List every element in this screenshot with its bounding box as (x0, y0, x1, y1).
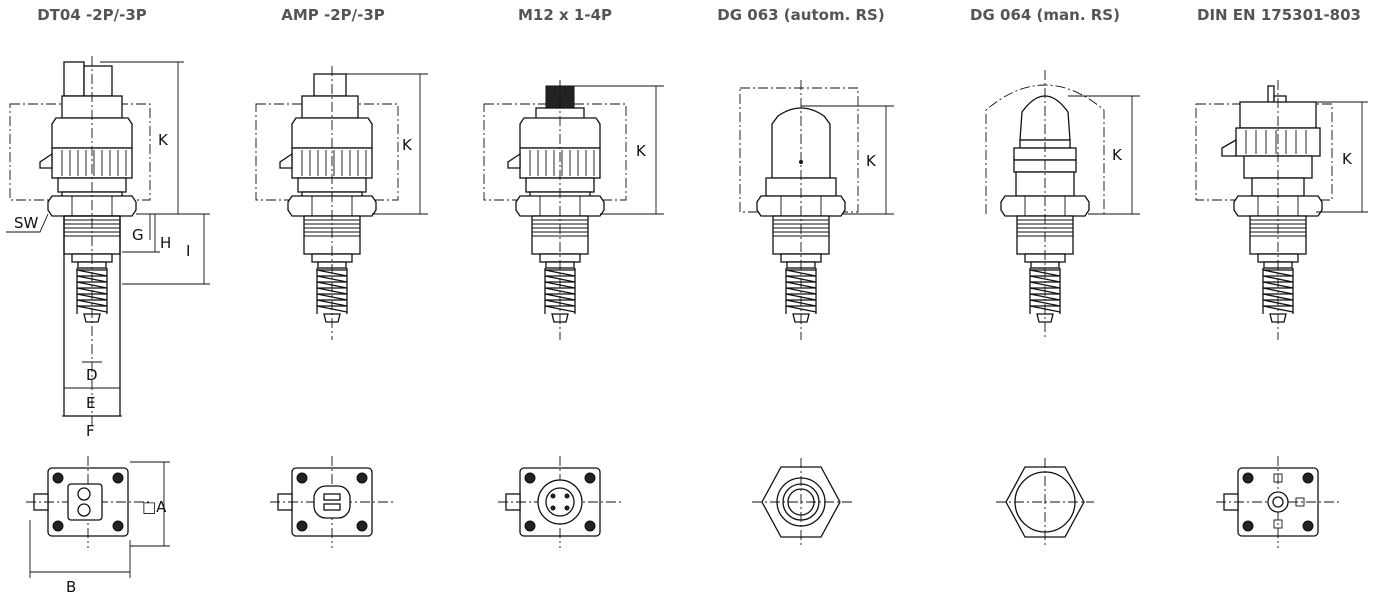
title-dt04: DT04 -2P/-3P (37, 6, 147, 24)
drawing-amp: K (255, 66, 428, 549)
dim-sw: SW (14, 214, 39, 232)
dim-k: K (158, 131, 169, 149)
dim-k-din: K (1342, 150, 1353, 168)
drawing-din: K (1195, 80, 1368, 549)
dim-k-amp: K (402, 136, 413, 154)
dim-k-m12: K (636, 142, 647, 160)
title-dg063: DG 063 (autom. RS) (717, 6, 885, 24)
dim-b: B (66, 578, 76, 594)
drawing-dt04: K SW G H I D E F □A B (6, 56, 210, 594)
drawing-dg063: K (739, 80, 894, 548)
dim-f: F (86, 422, 95, 440)
title-din: DIN EN 175301-803 (1197, 6, 1361, 24)
title-amp: AMP -2P/-3P (281, 6, 385, 24)
dim-k-dg064: K (1112, 146, 1123, 164)
title-dg064: DG 064 (man. RS) (970, 6, 1120, 24)
dim-d: D (86, 366, 98, 384)
dim-k-dg063: K (866, 152, 877, 170)
dim-h: H (160, 234, 171, 252)
dim-g: G (132, 226, 144, 244)
dim-e: E (86, 394, 95, 412)
title-m12: M12 x 1-4P (517, 6, 613, 24)
dim-a: □A (142, 498, 167, 516)
dim-i: I (186, 242, 190, 260)
drawing-m12: K (483, 80, 664, 549)
drawing-dg064: K (985, 70, 1140, 548)
